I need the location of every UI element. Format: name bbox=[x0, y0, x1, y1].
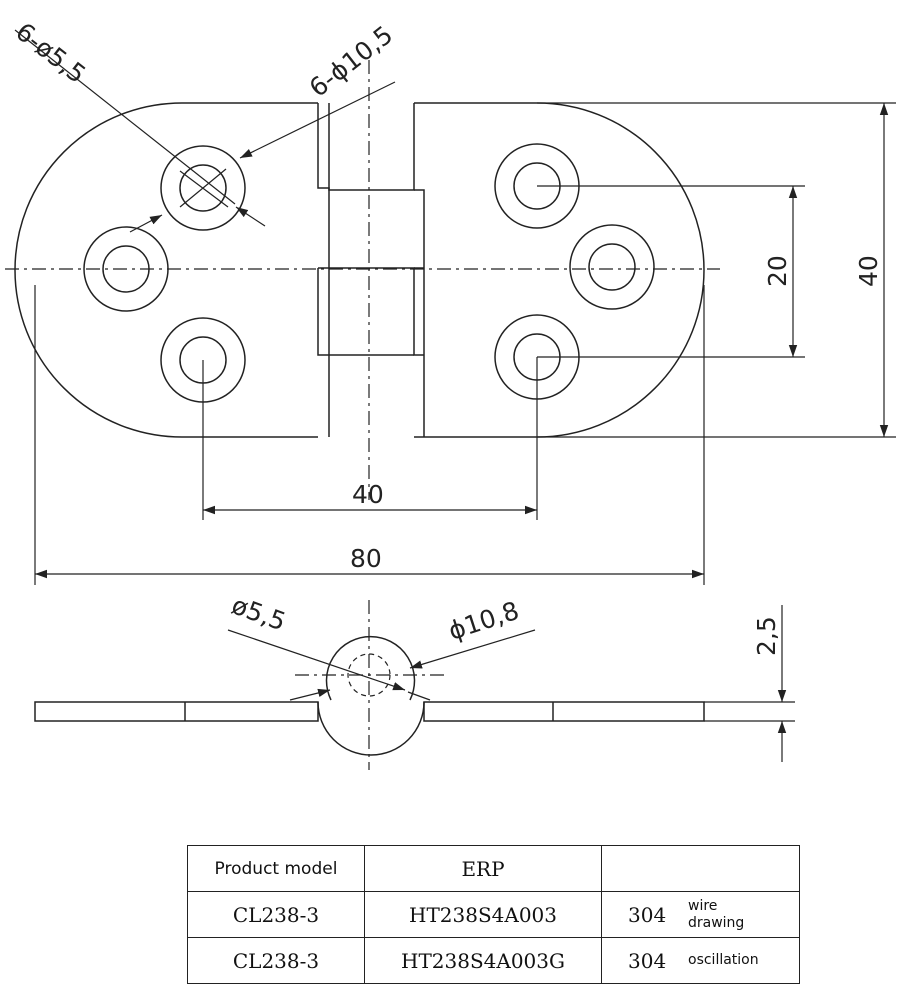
hole-small-label: 6-ø5,5 bbox=[10, 17, 91, 89]
hinge-top-view: 6-ø5,5 6-ϕ10,5 20 40 40 80 bbox=[5, 17, 896, 585]
cell-material: 304 bbox=[628, 902, 667, 927]
pin-small-label: ø5,5 bbox=[228, 590, 290, 636]
cell-finish: oscillation bbox=[688, 952, 759, 968]
dim-length: 80 bbox=[350, 544, 382, 573]
technical-drawing: 6-ø5,5 6-ϕ10,5 20 40 40 80 bbox=[5, 17, 896, 770]
table-row: CL238-3 HT238S4A003 304 wire drawing bbox=[187, 891, 800, 938]
dim-hole-spacing-horizontal: 40 bbox=[352, 480, 384, 509]
hole-mid-right bbox=[569, 224, 655, 310]
cell-material: 304 bbox=[628, 948, 667, 973]
dim-thickness: 2,5 bbox=[752, 616, 781, 656]
side-plate-left bbox=[34, 701, 319, 722]
right-leaf-outline bbox=[414, 102, 705, 438]
dim-hole-spacing-vertical: 20 bbox=[763, 255, 792, 287]
cell-material-finish: 304 oscillation bbox=[601, 937, 800, 984]
cell-finish: wire drawing bbox=[688, 897, 745, 931]
cell-model: CL238-3 bbox=[187, 937, 365, 984]
cell-erp: HT238S4A003 bbox=[364, 891, 602, 938]
table-header-row: Product model ERP bbox=[187, 845, 800, 892]
hole-top-left bbox=[160, 145, 246, 231]
hole-large-label: 6-ϕ10,5 bbox=[304, 20, 398, 103]
header-blank bbox=[601, 845, 800, 892]
cell-erp: HT238S4A003G bbox=[364, 937, 602, 984]
side-plate-right bbox=[423, 701, 705, 722]
hinge-side-view: ø5,5 ϕ10,8 2,5 bbox=[34, 590, 795, 770]
header-product-model: Product model bbox=[187, 845, 365, 892]
header-erp: ERP bbox=[364, 845, 602, 892]
cell-material-finish: 304 wire drawing bbox=[601, 891, 800, 938]
dim-height: 40 bbox=[854, 255, 883, 287]
knuckle bbox=[317, 103, 425, 437]
left-leaf-outline bbox=[14, 102, 318, 438]
cell-model: CL238-3 bbox=[187, 891, 365, 938]
pin-large-label: ϕ10,8 bbox=[445, 596, 523, 646]
table-row: CL238-3 HT238S4A003G 304 oscillation bbox=[187, 937, 800, 984]
product-spec-table: Product model ERP CL238-3 HT238S4A003 30… bbox=[187, 845, 800, 984]
